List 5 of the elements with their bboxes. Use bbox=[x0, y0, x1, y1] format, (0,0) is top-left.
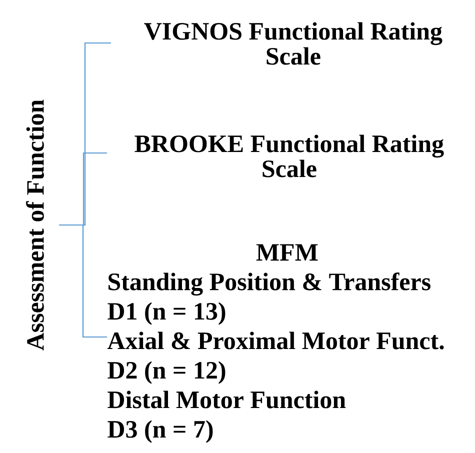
scale-label: VIGNOS Functional Rating Scale bbox=[144, 22, 442, 65]
vertical-title: Assessment of Function bbox=[26, 100, 44, 350]
item-list: MFM Standing Position & Transfers D1 (n = 13) Axial & Proximal Motor Funct. D2 (n = 12) Distal Motor Function D3 (n = 7) bbox=[107, 244, 444, 443]
scale-label: BROOKE Functional Rating Scale bbox=[134, 134, 444, 178]
connector-line bbox=[59, 224, 107, 338]
